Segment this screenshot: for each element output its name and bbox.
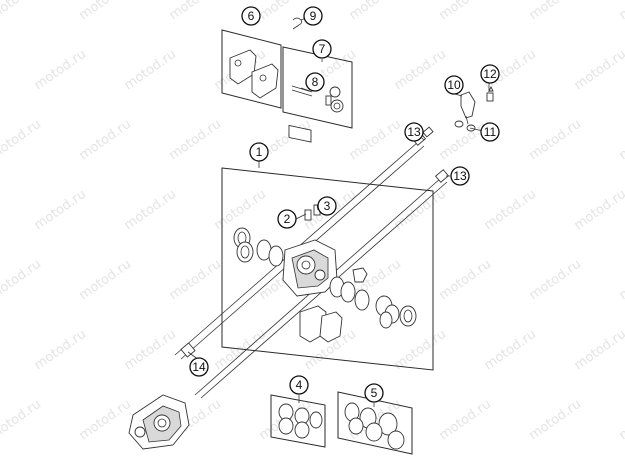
bleeder-fitting-10[interactable] [460, 91, 476, 125]
caliper-body[interactable] [282, 239, 338, 297]
brake-pads[interactable] [299, 267, 368, 343]
watermark-text: motod.ru [0, 397, 44, 443]
complete-caliper[interactable] [128, 394, 190, 450]
callout-1: 1 [249, 142, 269, 162]
callout-10: 10 [444, 75, 464, 95]
svg-text:10: 10 [447, 78, 461, 92]
watermark-text: motod.ru [572, 47, 625, 93]
svg-text:2: 2 [284, 212, 291, 226]
svg-text:13: 13 [453, 169, 467, 183]
watermark-text: motod.ru [527, 117, 584, 163]
svg-text:4: 4 [296, 378, 303, 392]
watermark-text: motod.ru [0, 117, 44, 163]
watermark-layer: motod.ru motod.ru motod.ru motod.ru motod.ru… [0, 0, 625, 443]
svg-text:9: 9 [310, 9, 317, 23]
piston-seal-set-right[interactable] [329, 276, 417, 329]
callout-8: 8 [305, 72, 325, 92]
callout-9: 9 [303, 6, 323, 26]
watermark-text: motod.ru [572, 327, 625, 373]
spring-clip-9[interactable] [292, 17, 307, 30]
watermark-text: motod.ru [77, 257, 134, 303]
watermark-text: motod.ru [0, 257, 44, 303]
svg-text:5: 5 [371, 386, 378, 400]
watermark-text: motod.ru [527, 397, 584, 443]
watermark-text: motod.ru [392, 187, 449, 233]
callout-13-upper: 13 [404, 122, 424, 142]
svg-text:12: 12 [483, 67, 497, 81]
watermark-text: motod.ru [617, 257, 625, 303]
piston-seal-set-left[interactable] [233, 227, 284, 267]
repair-kit-7[interactable] [282, 46, 353, 143]
svg-text:1: 1 [256, 145, 263, 159]
callout-2: 2 [277, 209, 297, 229]
caliper-assembly-box [221, 167, 434, 371]
watermark-text: motod.ru [167, 0, 224, 23]
svg-text:8: 8 [312, 75, 319, 89]
watermark-text: motod.ru [32, 187, 89, 233]
watermark-text: motod.ru [77, 397, 134, 443]
seal-kit-4[interactable] [270, 394, 326, 448]
watermark-text: motod.ru [32, 47, 89, 93]
callout-12: 12 [480, 64, 500, 84]
svg-text:6: 6 [248, 9, 255, 23]
watermark-text: motod.ru [617, 117, 625, 163]
svg-text:13: 13 [407, 125, 421, 139]
watermark-text: motod.ru [32, 327, 89, 373]
watermark-text: motod.ru [617, 397, 625, 443]
watermark-text: motod.ru [572, 187, 625, 233]
callout-3: 3 [317, 196, 337, 216]
callout-7: 7 [312, 39, 332, 59]
watermark-text: motod.ru [77, 0, 134, 23]
watermark-text: motod.ru [617, 0, 625, 23]
watermark-text: motod.ru [122, 187, 179, 233]
watermark-text: motod.ru [0, 0, 44, 23]
watermark-text: motod.ru [77, 117, 134, 163]
seal-kit-5[interactable] [337, 391, 413, 455]
watermark-text: motod.ru [482, 187, 539, 233]
pin-14[interactable] [180, 342, 196, 358]
watermark-text: motod.ru [527, 0, 584, 23]
callout-11: 11 [480, 122, 500, 142]
watermark-text: motod.ru [392, 47, 449, 93]
callout-5: 5 [364, 383, 384, 403]
watermark-text: motod.ru [122, 47, 179, 93]
watermark-text: motod.ru [347, 117, 404, 163]
svg-text:11: 11 [484, 125, 497, 139]
watermark-text: motod.ru [212, 327, 269, 373]
svg-text:3: 3 [324, 199, 331, 213]
svg-text:14: 14 [192, 360, 206, 374]
watermark-text: motod.ru [482, 327, 539, 373]
pad-set-6[interactable] [221, 29, 282, 109]
watermark-text: motod.ru [122, 327, 179, 373]
watermark-text: motod.ru [437, 257, 494, 303]
watermark-text: motod.ru [347, 0, 404, 23]
callout-4: 4 [289, 375, 309, 395]
callout-13-lower: 13 [450, 166, 470, 186]
watermark-text: motod.ru [167, 257, 224, 303]
svg-text:7: 7 [319, 42, 326, 56]
watermark-text: motod.ru [527, 257, 584, 303]
callout-6: 6 [241, 6, 261, 26]
watermark-text: motod.ru [437, 397, 494, 443]
watermark-text: motod.ru [437, 0, 494, 23]
watermark-text: motod.ru [212, 187, 269, 233]
callout-14: 14 [189, 357, 209, 377]
watermark-text: motod.ru [167, 117, 224, 163]
bleed-screw-12[interactable] [486, 85, 494, 102]
washer-11[interactable] [454, 120, 476, 132]
